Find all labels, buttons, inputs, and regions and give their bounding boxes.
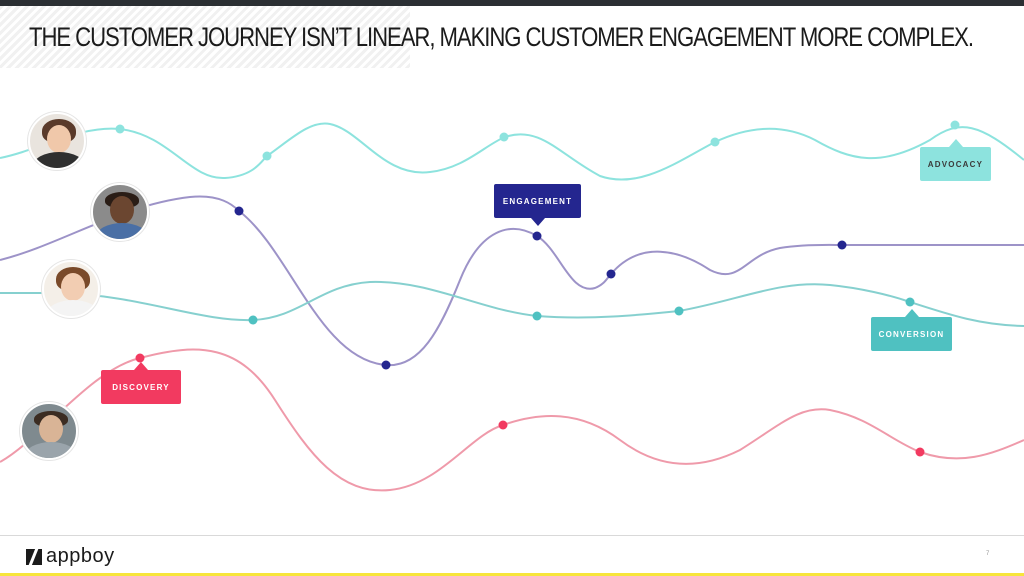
touchpoint-dot [135, 353, 145, 363]
advocacy-label: ADVOCACY [920, 139, 991, 181]
appboy-logo: appboy [26, 545, 115, 568]
touchpoint-dot [532, 231, 542, 241]
footer-divider [0, 535, 1024, 536]
touchpoint-dot [710, 137, 720, 147]
journey-line-engagement [0, 195, 1024, 367]
touchpoint-dot [115, 124, 125, 134]
touchpoint-dot [915, 447, 925, 457]
journey-line-advocacy [0, 122, 1024, 181]
engagement-label: ENGAGEMENT [494, 184, 581, 226]
avatar-woman-1 [28, 112, 86, 170]
touchpoint-dot [381, 360, 391, 370]
avatar-man-2 [20, 402, 78, 460]
avatar-man-1 [91, 183, 149, 241]
touchpoint-dot [498, 420, 508, 430]
title-pattern-band [0, 6, 410, 68]
conversion-label: CONVERSION [871, 309, 952, 351]
touchpoint-dot [262, 151, 272, 161]
touchpoint-dot [499, 132, 509, 142]
slide-title: THE CUSTOMER JOURNEY ISN’T LINEAR, MAKIN… [29, 22, 974, 52]
touchpoint-dot [837, 240, 847, 250]
top-bar [0, 0, 1024, 6]
appboy-logo-icon [26, 548, 42, 565]
touchpoint-dot [234, 206, 244, 216]
logo-text: appboy [46, 545, 115, 567]
touchpoint-dot [532, 311, 542, 321]
discovery-label: DISCOVERY [101, 362, 181, 404]
touchpoint-dot [950, 120, 960, 130]
touchpoint-dot [606, 269, 616, 279]
journey-line-discovery [0, 348, 1024, 492]
footer-accent-bar [0, 573, 1024, 576]
touchpoint-dot [674, 306, 684, 316]
page-number: 7 [986, 551, 990, 557]
touchpoint-dot [248, 315, 258, 325]
avatar-woman-2 [42, 260, 100, 318]
touchpoint-dot [905, 297, 915, 307]
